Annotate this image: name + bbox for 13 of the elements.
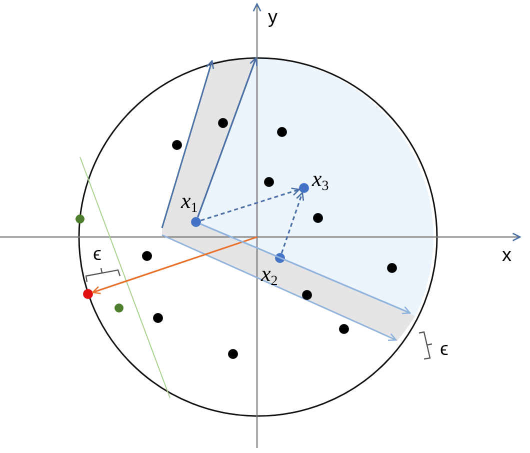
- point-label: x$_{2}$: [261, 263, 278, 291]
- axis-label: y: [268, 8, 278, 28]
- epsilon-label: ϵ: [93, 245, 102, 265]
- point-label: x$_{3}$: [312, 168, 329, 196]
- arrow: [92, 236, 258, 294]
- axis-label: x: [502, 246, 512, 266]
- epsilon-label: ϵ: [440, 340, 448, 360]
- dashed-arrow: [200, 188, 300, 222]
- arrow: [196, 57, 258, 218]
- arrow: [200, 223, 411, 314]
- dashed-arrow: [280, 192, 304, 254]
- point-marker: [83, 289, 93, 299]
- point-label: x$_{1}$: [181, 190, 198, 218]
